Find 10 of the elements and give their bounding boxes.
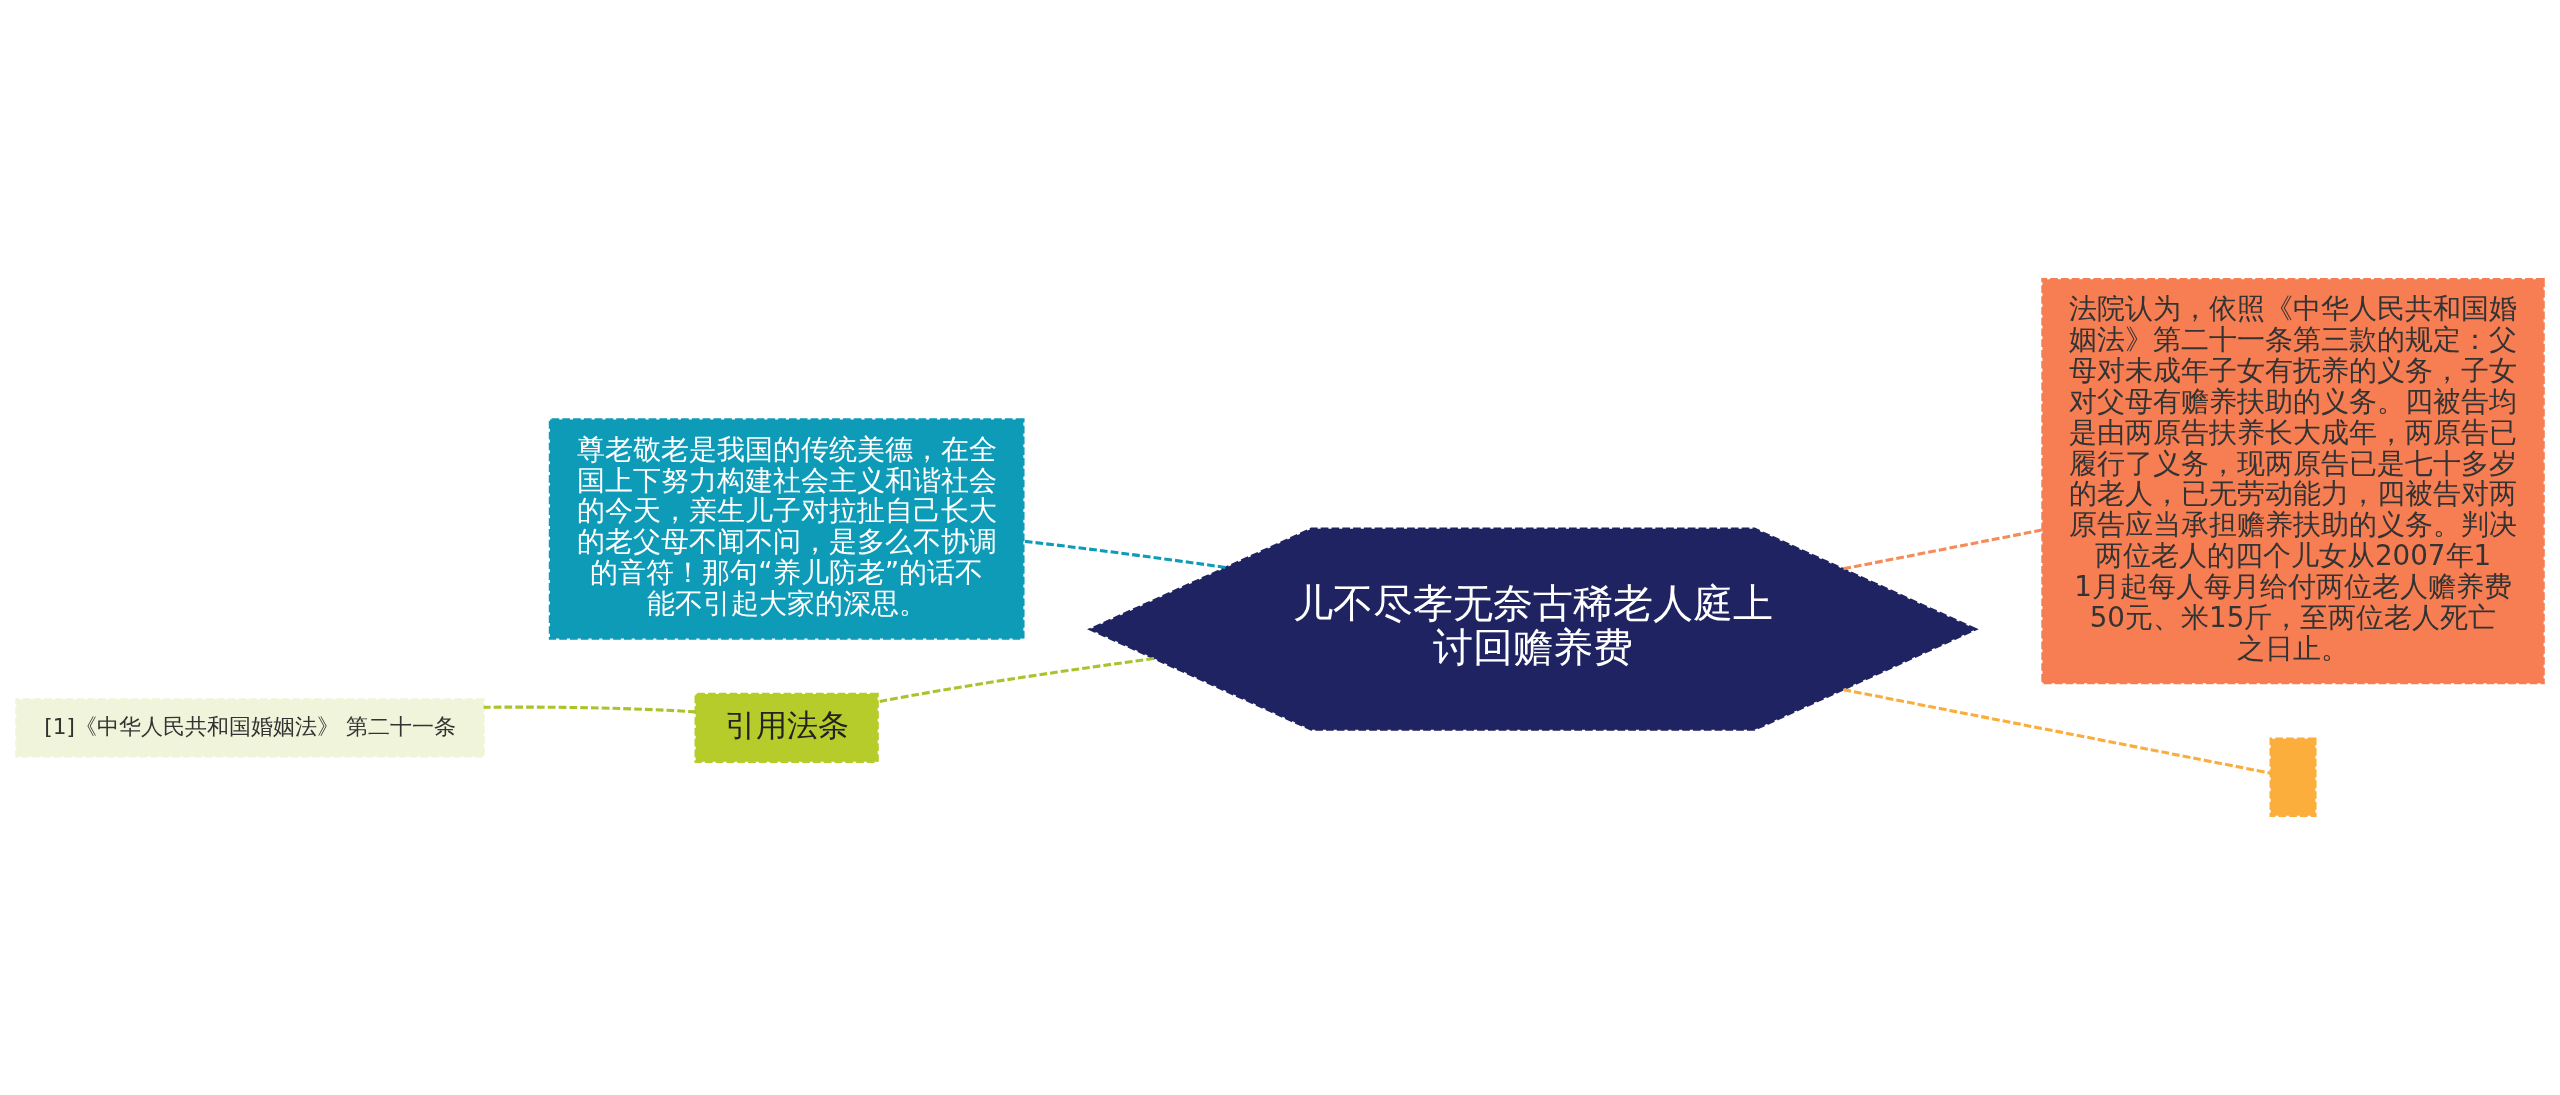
connector bbox=[1843, 688, 2271, 775]
node-box: 尊老敬老是我国的传统美德，在全国上下努力构建社会主义和谐社会的今天，亲生儿子对拉扯自己长大的老父母不闻不问，是多么不协调的音符！那句“养儿防老”的话不能不引起大家的深思。 bbox=[548, 418, 1025, 640]
connector bbox=[877, 657, 1155, 704]
node-box: 引用法条 bbox=[694, 692, 879, 763]
connector bbox=[483, 705, 696, 714]
node-box: 法院认为，依照《中华人民共和国婚姻法》第二十一条第三款的规定：父母对未成年子女有抚养的义务，子女对父母有赡养扶助的义务。四被告均是由两原告扶养长大成年，两原告已履行了义务，现两原告已是七十多岁的老人，已无劳动能力，四被告对两原告应当承担赡养扶助的义务。判决两位老人的四个儿女从2007年11月起每人每月给付两位老人赡养费50元、米15斤，至两位老人死亡之日止。 bbox=[2041, 278, 2545, 685]
connector bbox=[1843, 528, 2043, 571]
node-box bbox=[2269, 737, 2317, 817]
node-box: [1]《中华人民共和国婚姻法》 第二十一条 bbox=[15, 698, 485, 758]
connector bbox=[1023, 539, 1226, 569]
